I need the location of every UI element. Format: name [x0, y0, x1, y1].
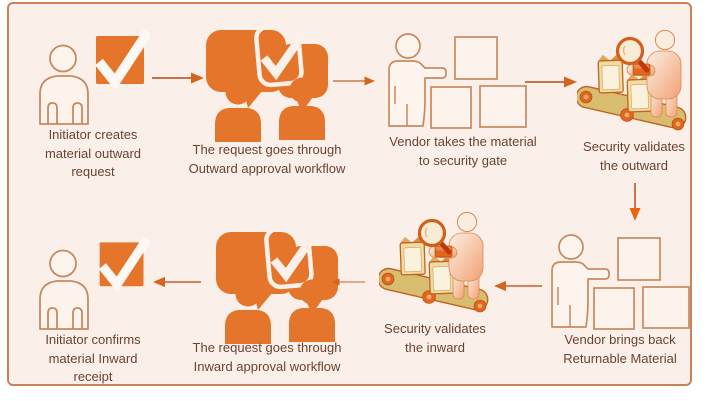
- arrow-right-icon: [523, 74, 579, 90]
- vendor-with-boxes-icon: [542, 231, 692, 334]
- security-conveyor-icon: [379, 209, 494, 319]
- person-icon: [36, 42, 94, 126]
- step-label: Security validates the inward: [384, 321, 486, 355]
- checkbox-icon: [96, 234, 149, 291]
- arrow-right-icon: [152, 70, 204, 86]
- security-conveyor-icon: [577, 27, 692, 137]
- arrow-down-icon: [627, 183, 643, 221]
- step-label: Vendor takes the material to security ga…: [389, 134, 537, 168]
- arrow-left-icon: [494, 278, 542, 294]
- person-icon: [36, 247, 94, 331]
- step-label: Security validates the outward: [583, 139, 685, 173]
- arrow-left-icon: [331, 274, 365, 290]
- approval-discussion-icon: [202, 22, 330, 142]
- step-label: Vendor brings back Returnable Material: [563, 332, 677, 366]
- step-label: Initiator confirms material Inward recei…: [45, 332, 141, 384]
- checkbox-icon: [92, 27, 150, 89]
- step-label: The request goes through Outward approva…: [188, 142, 346, 176]
- step-label: Initiator creates material outward reque…: [44, 127, 142, 179]
- arrow-right-icon: [333, 73, 375, 89]
- arrow-left-icon: [153, 274, 201, 290]
- approval-discussion-icon: [212, 224, 340, 344]
- vendor-with-boxes-icon: [379, 30, 529, 133]
- step-label: The request goes through Inward approval…: [192, 340, 342, 374]
